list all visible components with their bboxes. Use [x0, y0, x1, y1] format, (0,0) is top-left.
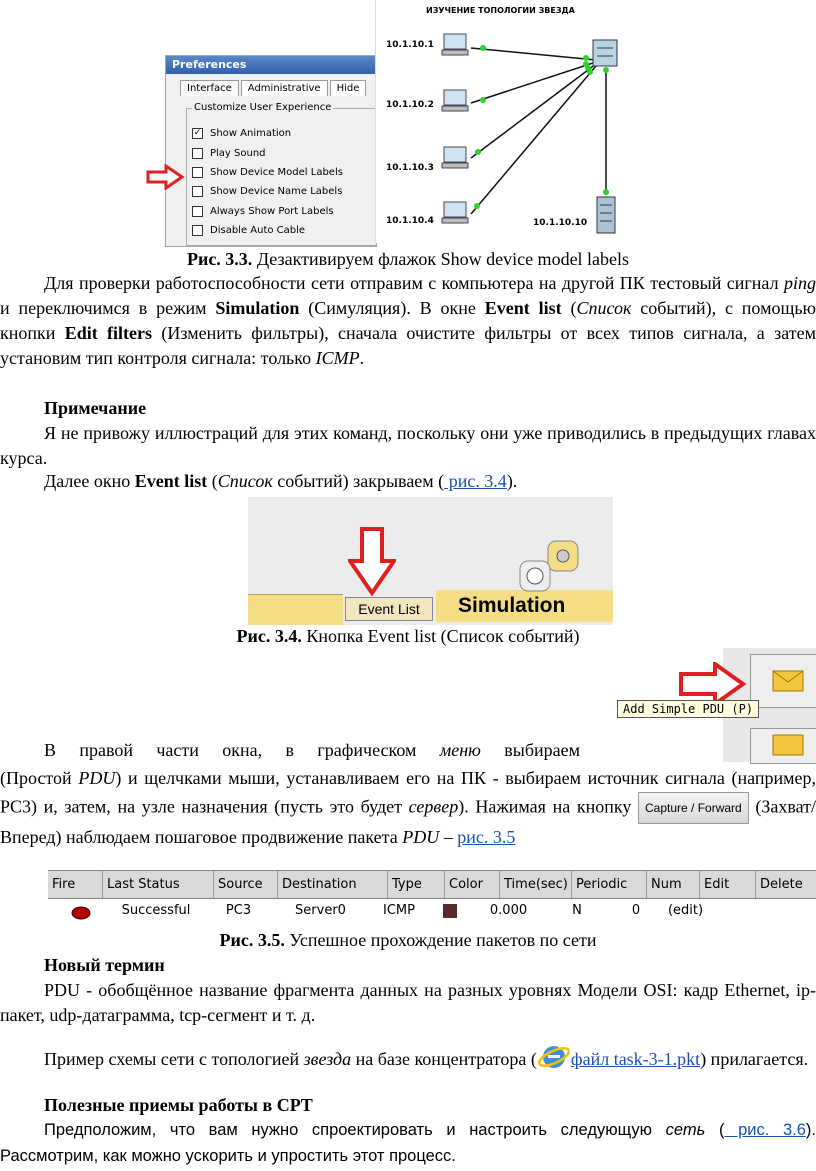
- type-cell: ICMP: [383, 903, 415, 918]
- option-always-show-port-labels[interactable]: Always Show Port Labels: [192, 204, 334, 218]
- new-term-heading: Новый термин: [44, 955, 165, 975]
- event-list-screenshot: Event List Simulation: [248, 497, 613, 625]
- table-header: Fire Last Status Source Destination Type…: [48, 870, 816, 899]
- periodic-cell: N: [572, 903, 582, 918]
- note-heading: Примечание: [44, 398, 147, 418]
- add-complex-pdu-button[interactable]: [750, 728, 816, 764]
- option-disable-auto-cable[interactable]: Disable Auto Cable: [192, 223, 305, 237]
- server-icon: [596, 196, 616, 234]
- paragraph: Предположим, что вам нужно спроектироват…: [0, 1121, 816, 1165]
- red-arrow-down-icon: [348, 527, 396, 597]
- simulation-mode-label: Simulation: [436, 590, 613, 622]
- ip-label: 10.1.10.2: [386, 100, 434, 110]
- event-list-button[interactable]: Event List: [345, 597, 433, 621]
- simulation-clock-icon: [519, 540, 579, 592]
- add-pdu-screenshot: Add Simple PDU (P): [605, 648, 816, 764]
- figure-caption: Рис. 3.5. Успешное прохождение пакетов п…: [219, 930, 597, 950]
- column-header[interactable]: Type: [388, 871, 445, 898]
- column-header[interactable]: Color: [445, 871, 500, 898]
- checkbox-icon[interactable]: [192, 205, 203, 217]
- figure-link[interactable]: рис. 3.5: [457, 827, 516, 847]
- pc-icon: [441, 33, 469, 56]
- pc-icon: [441, 89, 469, 112]
- figure-link[interactable]: рис. 3.6: [724, 1121, 806, 1139]
- checkbox-checked-icon[interactable]: ✓: [192, 127, 203, 139]
- paragraph: (Простой PDU) и щелчками мыши, устанавли…: [0, 768, 816, 847]
- checkbox-icon[interactable]: [192, 185, 203, 197]
- preferences-dialog: Preferences Interface Administrative Hid…: [165, 55, 377, 247]
- column-header[interactable]: Delete: [760, 877, 803, 892]
- red-arrow-icon: [679, 662, 747, 706]
- paragraph: Далее окно Event list (Список событий) з…: [44, 471, 518, 491]
- event-list-table: Fire Last Status Source Destination Type…: [48, 870, 816, 922]
- figure-link[interactable]: рис. 3.4: [444, 471, 507, 491]
- paragraph: Пример схемы сети с топологией звезда на…: [0, 1043, 816, 1072]
- checkbox-icon[interactable]: [192, 224, 203, 236]
- internet-explorer-icon: [537, 1046, 570, 1068]
- source-cell: PC3: [225, 903, 252, 918]
- column-header[interactable]: Time(sec): [500, 871, 572, 898]
- figure-caption: Рис. 3.4. Кнопка Event list (Список собы…: [236, 626, 580, 646]
- ip-label: 10.1.10.4: [386, 216, 434, 226]
- add-simple-pdu-button[interactable]: [750, 654, 816, 708]
- customize-group-label: Customize User Experience: [192, 102, 334, 113]
- column-header[interactable]: Destination: [278, 871, 388, 898]
- column-header[interactable]: Num: [647, 871, 700, 898]
- tab-administrative[interactable]: Administrative: [240, 80, 328, 96]
- num-cell: 0: [631, 903, 641, 918]
- ip-label: 10.1.10.3: [386, 163, 434, 173]
- tooltip: Add Simple PDU (P): [617, 700, 760, 718]
- table-row[interactable]: Successful PC3 Server0 ICMP 0.000 N 0 (e…: [48, 899, 816, 923]
- column-header[interactable]: Fire: [48, 871, 103, 898]
- envelope-icon: [772, 734, 804, 756]
- status-cell: Successful: [121, 903, 191, 918]
- option-play-sound[interactable]: Play Sound: [192, 146, 266, 160]
- checkbox-icon[interactable]: [192, 147, 203, 159]
- column-header[interactable]: Edit: [700, 871, 756, 898]
- new-term-text: PDU - обобщённое название фрагмента данн…: [0, 980, 816, 1025]
- pc-icon: [441, 146, 469, 169]
- note-text: Я не привожу иллюстраций для этих команд…: [0, 423, 816, 468]
- fire-icon-cell[interactable]: [48, 899, 103, 923]
- column-header[interactable]: Source: [214, 871, 278, 898]
- fire-indicator-icon[interactable]: [61, 901, 91, 921]
- red-arrow-icon: [146, 164, 185, 190]
- tips-heading: Полезные приемы работы в CPT: [44, 1095, 313, 1115]
- checkbox-icon[interactable]: [192, 166, 203, 178]
- star-topology-image: ИЗУЧЕНИЕ ТОПОЛОГИИ ЗВЕЗДА 10.1.10.1 10.1…: [375, 0, 636, 243]
- option-show-device-name-labels[interactable]: Show Device Name Labels: [192, 184, 342, 198]
- option-show-animation[interactable]: ✓Show Animation: [192, 127, 292, 139]
- tab-hide[interactable]: Hide: [329, 80, 367, 96]
- tab-interface[interactable]: Interface: [180, 80, 239, 96]
- file-link[interactable]: файл task-3-1.pkt: [570, 1049, 701, 1069]
- time-cell: 0.000: [489, 903, 528, 918]
- ip-label: 10.1.10.1: [386, 40, 434, 50]
- pc-icon: [441, 201, 469, 224]
- hub-icon: [592, 39, 618, 67]
- column-header[interactable]: Last Status: [103, 871, 214, 898]
- preferences-title: Preferences: [166, 56, 376, 74]
- color-swatch: [443, 903, 457, 918]
- edit-cell[interactable]: (edit): [667, 903, 704, 918]
- figure-caption: Рис. 3.3. Дезактивируем флажок Show devi…: [186, 249, 630, 269]
- capture-forward-button[interactable]: Capture / Forward: [638, 791, 749, 824]
- option-show-device-model-labels[interactable]: Show Device Model Labels: [192, 165, 343, 179]
- envelope-icon: [772, 670, 804, 692]
- ip-label: 10.1.10.10: [533, 218, 588, 228]
- destination-cell: Server0: [295, 903, 346, 918]
- paragraph: Для проверки работоспособности сети отпр…: [0, 273, 816, 368]
- column-header[interactable]: Periodic: [572, 871, 647, 898]
- preferences-tabs: Interface Administrative Hide: [166, 74, 376, 96]
- paragraph-line: В правой части окна, в графическом меню …: [44, 740, 580, 760]
- topology-title: ИЗУЧЕНИЕ ТОПОЛОГИИ ЗВЕЗДА: [426, 6, 575, 15]
- topology-links: [470, 45, 609, 215]
- color-cell: [425, 899, 475, 923]
